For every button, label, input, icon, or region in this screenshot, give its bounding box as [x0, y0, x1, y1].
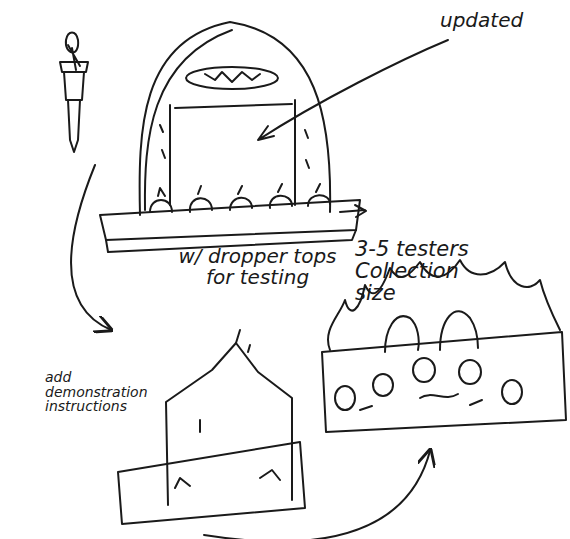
handwritten-label: updated	[440, 8, 550, 32]
demonstration-stand-sketch	[118, 330, 305, 524]
handwritten-note: w/ dropper tops for testing	[175, 246, 340, 288]
leader-line	[258, 40, 448, 140]
handwritten-note: 3-5 testers Collection size	[355, 238, 485, 304]
collection-stand: 3-5 testers Collection size	[320, 230, 565, 450]
curved-arrow	[204, 450, 430, 539]
tester-stand: w/ dropper tops for testing	[95, 0, 365, 300]
demonstration-stand: add demonstration instructions	[45, 330, 310, 535]
dropper-sketch	[60, 33, 88, 153]
handwritten-note: add demonstration instructions	[45, 370, 163, 414]
curved-arrow	[71, 165, 111, 330]
tester-stand-sketch	[100, 22, 366, 252]
